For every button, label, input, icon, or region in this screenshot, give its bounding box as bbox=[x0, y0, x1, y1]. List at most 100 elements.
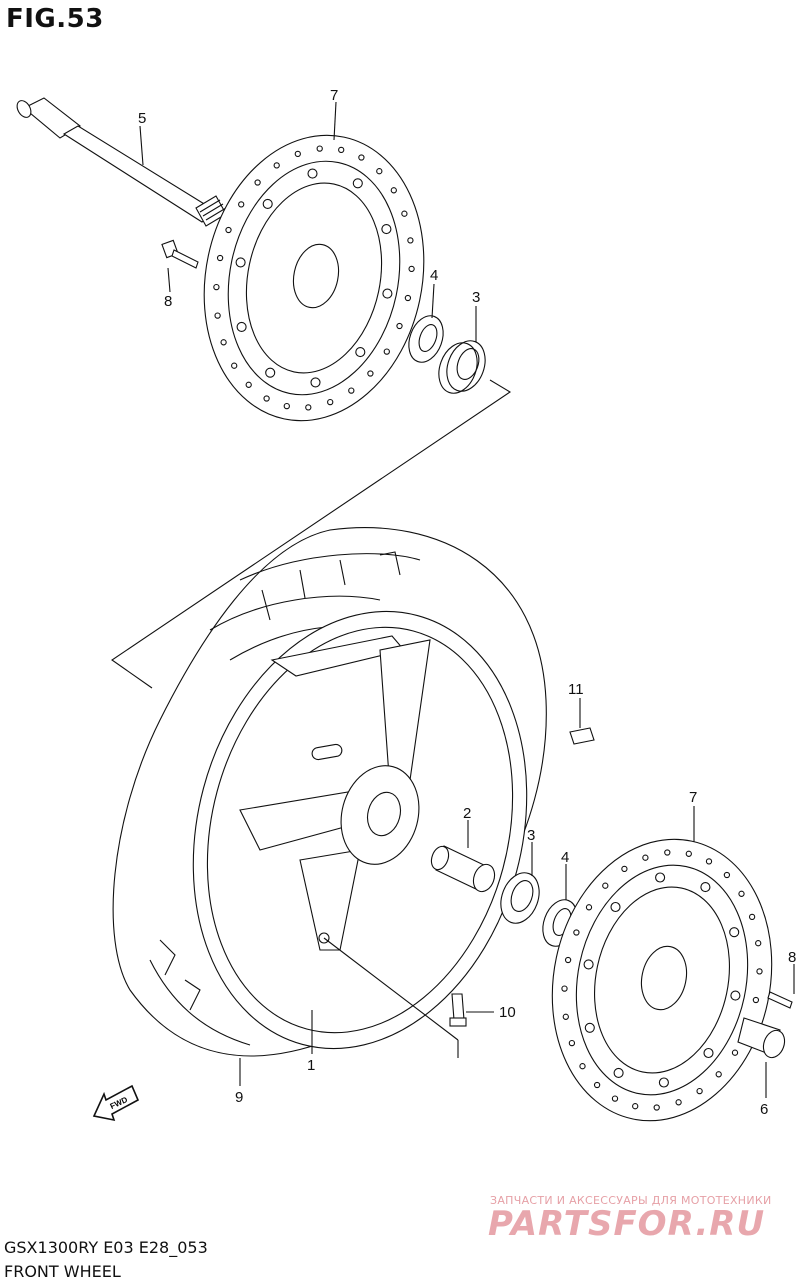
disc-vent-hole bbox=[664, 849, 671, 856]
disc-vent-hole bbox=[568, 1039, 576, 1047]
disc-vent-hole bbox=[675, 1099, 682, 1106]
disc-vent-hole bbox=[573, 929, 580, 936]
balance-weight[interactable] bbox=[569, 727, 595, 745]
disc-vent-hole bbox=[685, 850, 692, 857]
disc-vent-hole bbox=[305, 404, 312, 411]
disc-vent-hole bbox=[755, 940, 762, 947]
disc-rivet bbox=[265, 367, 276, 378]
callout-4-upper: 4 bbox=[430, 267, 438, 284]
axle-part[interactable] bbox=[14, 97, 227, 227]
disc-rivet bbox=[235, 257, 246, 268]
disc-vent-hole bbox=[715, 1071, 722, 1078]
disc-vent-hole bbox=[723, 871, 731, 879]
callout-11: 11 bbox=[568, 681, 584, 698]
bearing-lower[interactable] bbox=[494, 867, 546, 928]
disc-vent-hole bbox=[602, 882, 609, 889]
disc-rivet bbox=[658, 1077, 669, 1088]
disc-bolt-lower[interactable] bbox=[767, 991, 793, 1009]
disc-rivet bbox=[381, 224, 392, 235]
disc-bolt-upper[interactable] bbox=[161, 239, 199, 269]
disc-rivet bbox=[655, 872, 666, 883]
disc-rivet bbox=[352, 178, 363, 189]
callout-3-lower: 3 bbox=[527, 827, 535, 844]
brake-disc-upper[interactable] bbox=[178, 115, 449, 442]
figure-title: FIG.53 bbox=[6, 4, 104, 34]
wheel-collar[interactable] bbox=[737, 1017, 788, 1061]
disc-vent-hole bbox=[376, 168, 383, 175]
disc-vent-hole bbox=[316, 145, 323, 152]
model-code: GSX1300RY E03 E28_053 bbox=[4, 1238, 208, 1257]
disc-rivet bbox=[262, 198, 273, 209]
disc-vent-hole bbox=[564, 956, 572, 964]
callout-10: 10 bbox=[499, 1004, 516, 1021]
leader-lines bbox=[139, 101, 795, 1098]
disc-vent-hole bbox=[756, 968, 763, 975]
disc-rivet bbox=[382, 288, 393, 299]
callout-1: 1 bbox=[307, 1057, 315, 1074]
callout-3-upper: 3 bbox=[472, 289, 480, 306]
disc-rivet bbox=[307, 168, 318, 179]
disc-vent-hole bbox=[621, 865, 628, 873]
disc-vent-hole bbox=[404, 294, 412, 302]
disc-rivet bbox=[729, 927, 740, 938]
wheel-rim[interactable] bbox=[146, 574, 574, 1087]
air-valve[interactable] bbox=[449, 993, 467, 1027]
disc-vent-hole bbox=[731, 1049, 739, 1056]
disc-vent-hole bbox=[214, 312, 221, 319]
figure-name: FRONT WHEEL bbox=[4, 1262, 121, 1281]
disc-vent-hole bbox=[348, 387, 355, 394]
disc-vent-hole bbox=[383, 348, 390, 355]
disc-vent-hole bbox=[611, 1095, 619, 1102]
callout-6: 6 bbox=[760, 1101, 768, 1118]
disc-vent-hole bbox=[705, 858, 713, 865]
disc-vent-hole bbox=[245, 381, 252, 388]
disc-vent-hole bbox=[216, 254, 224, 262]
disc-rivet bbox=[236, 321, 247, 332]
callout-7-lower: 7 bbox=[689, 789, 697, 806]
disc-vent-hole bbox=[738, 890, 745, 897]
disc-vent-hole bbox=[752, 996, 760, 1004]
disc-vent-hole bbox=[390, 187, 397, 194]
disc-rivet bbox=[610, 901, 621, 913]
callout-2: 2 bbox=[463, 805, 471, 822]
disc-vent-hole bbox=[213, 283, 220, 291]
disc-vent-hole bbox=[263, 395, 270, 402]
disc-rivet bbox=[310, 377, 321, 388]
disc-vent-hole bbox=[748, 913, 756, 921]
disc-vent-hole bbox=[396, 322, 403, 330]
disc-vent-hole bbox=[593, 1081, 601, 1089]
callout-5: 5 bbox=[138, 110, 146, 127]
disc-rivet bbox=[355, 347, 366, 358]
disc-vent-hole bbox=[283, 402, 290, 410]
disc-vent-hole bbox=[579, 1063, 586, 1070]
disc-vent-hole bbox=[401, 210, 408, 217]
wheel-spacer[interactable] bbox=[428, 844, 498, 895]
callout-9: 9 bbox=[235, 1089, 243, 1106]
callout-4-lower: 4 bbox=[561, 849, 569, 866]
disc-vent-hole bbox=[561, 985, 568, 992]
watermark-tagline: ЗАПЧАСТИ И АКСЕССУАРЫ ДЛЯ МОТОТЕХНИКИ bbox=[490, 1194, 772, 1207]
disc-rivet bbox=[703, 1047, 714, 1059]
fwd-arrow-icon: FWD bbox=[92, 1084, 140, 1122]
disc-vent-hole bbox=[653, 1104, 660, 1111]
watermark-logo: PARTSFOR.RU bbox=[488, 1204, 766, 1244]
disc-vent-hole bbox=[254, 179, 261, 186]
disc-vent-hole bbox=[408, 265, 415, 273]
assembly-guide-line bbox=[111, 379, 512, 689]
disc-vent-hole bbox=[696, 1087, 703, 1095]
disc-vent-hole bbox=[585, 904, 593, 911]
disc-vent-hole bbox=[367, 370, 374, 377]
disc-vent-hole bbox=[294, 150, 301, 158]
disc-vent-hole bbox=[642, 854, 649, 861]
disc-vent-hole bbox=[338, 146, 345, 154]
brake-disc-lower[interactable] bbox=[527, 819, 797, 1142]
callout-8-lower: 8 bbox=[788, 949, 796, 966]
disc-vent-hole bbox=[273, 162, 280, 169]
disc-rivet bbox=[730, 990, 741, 1001]
bearing-upper[interactable] bbox=[432, 335, 492, 398]
callout-8-upper: 8 bbox=[164, 293, 172, 310]
disc-rivet bbox=[613, 1067, 624, 1078]
oil-seal-upper[interactable] bbox=[403, 311, 449, 367]
disc-rivet bbox=[583, 959, 594, 970]
